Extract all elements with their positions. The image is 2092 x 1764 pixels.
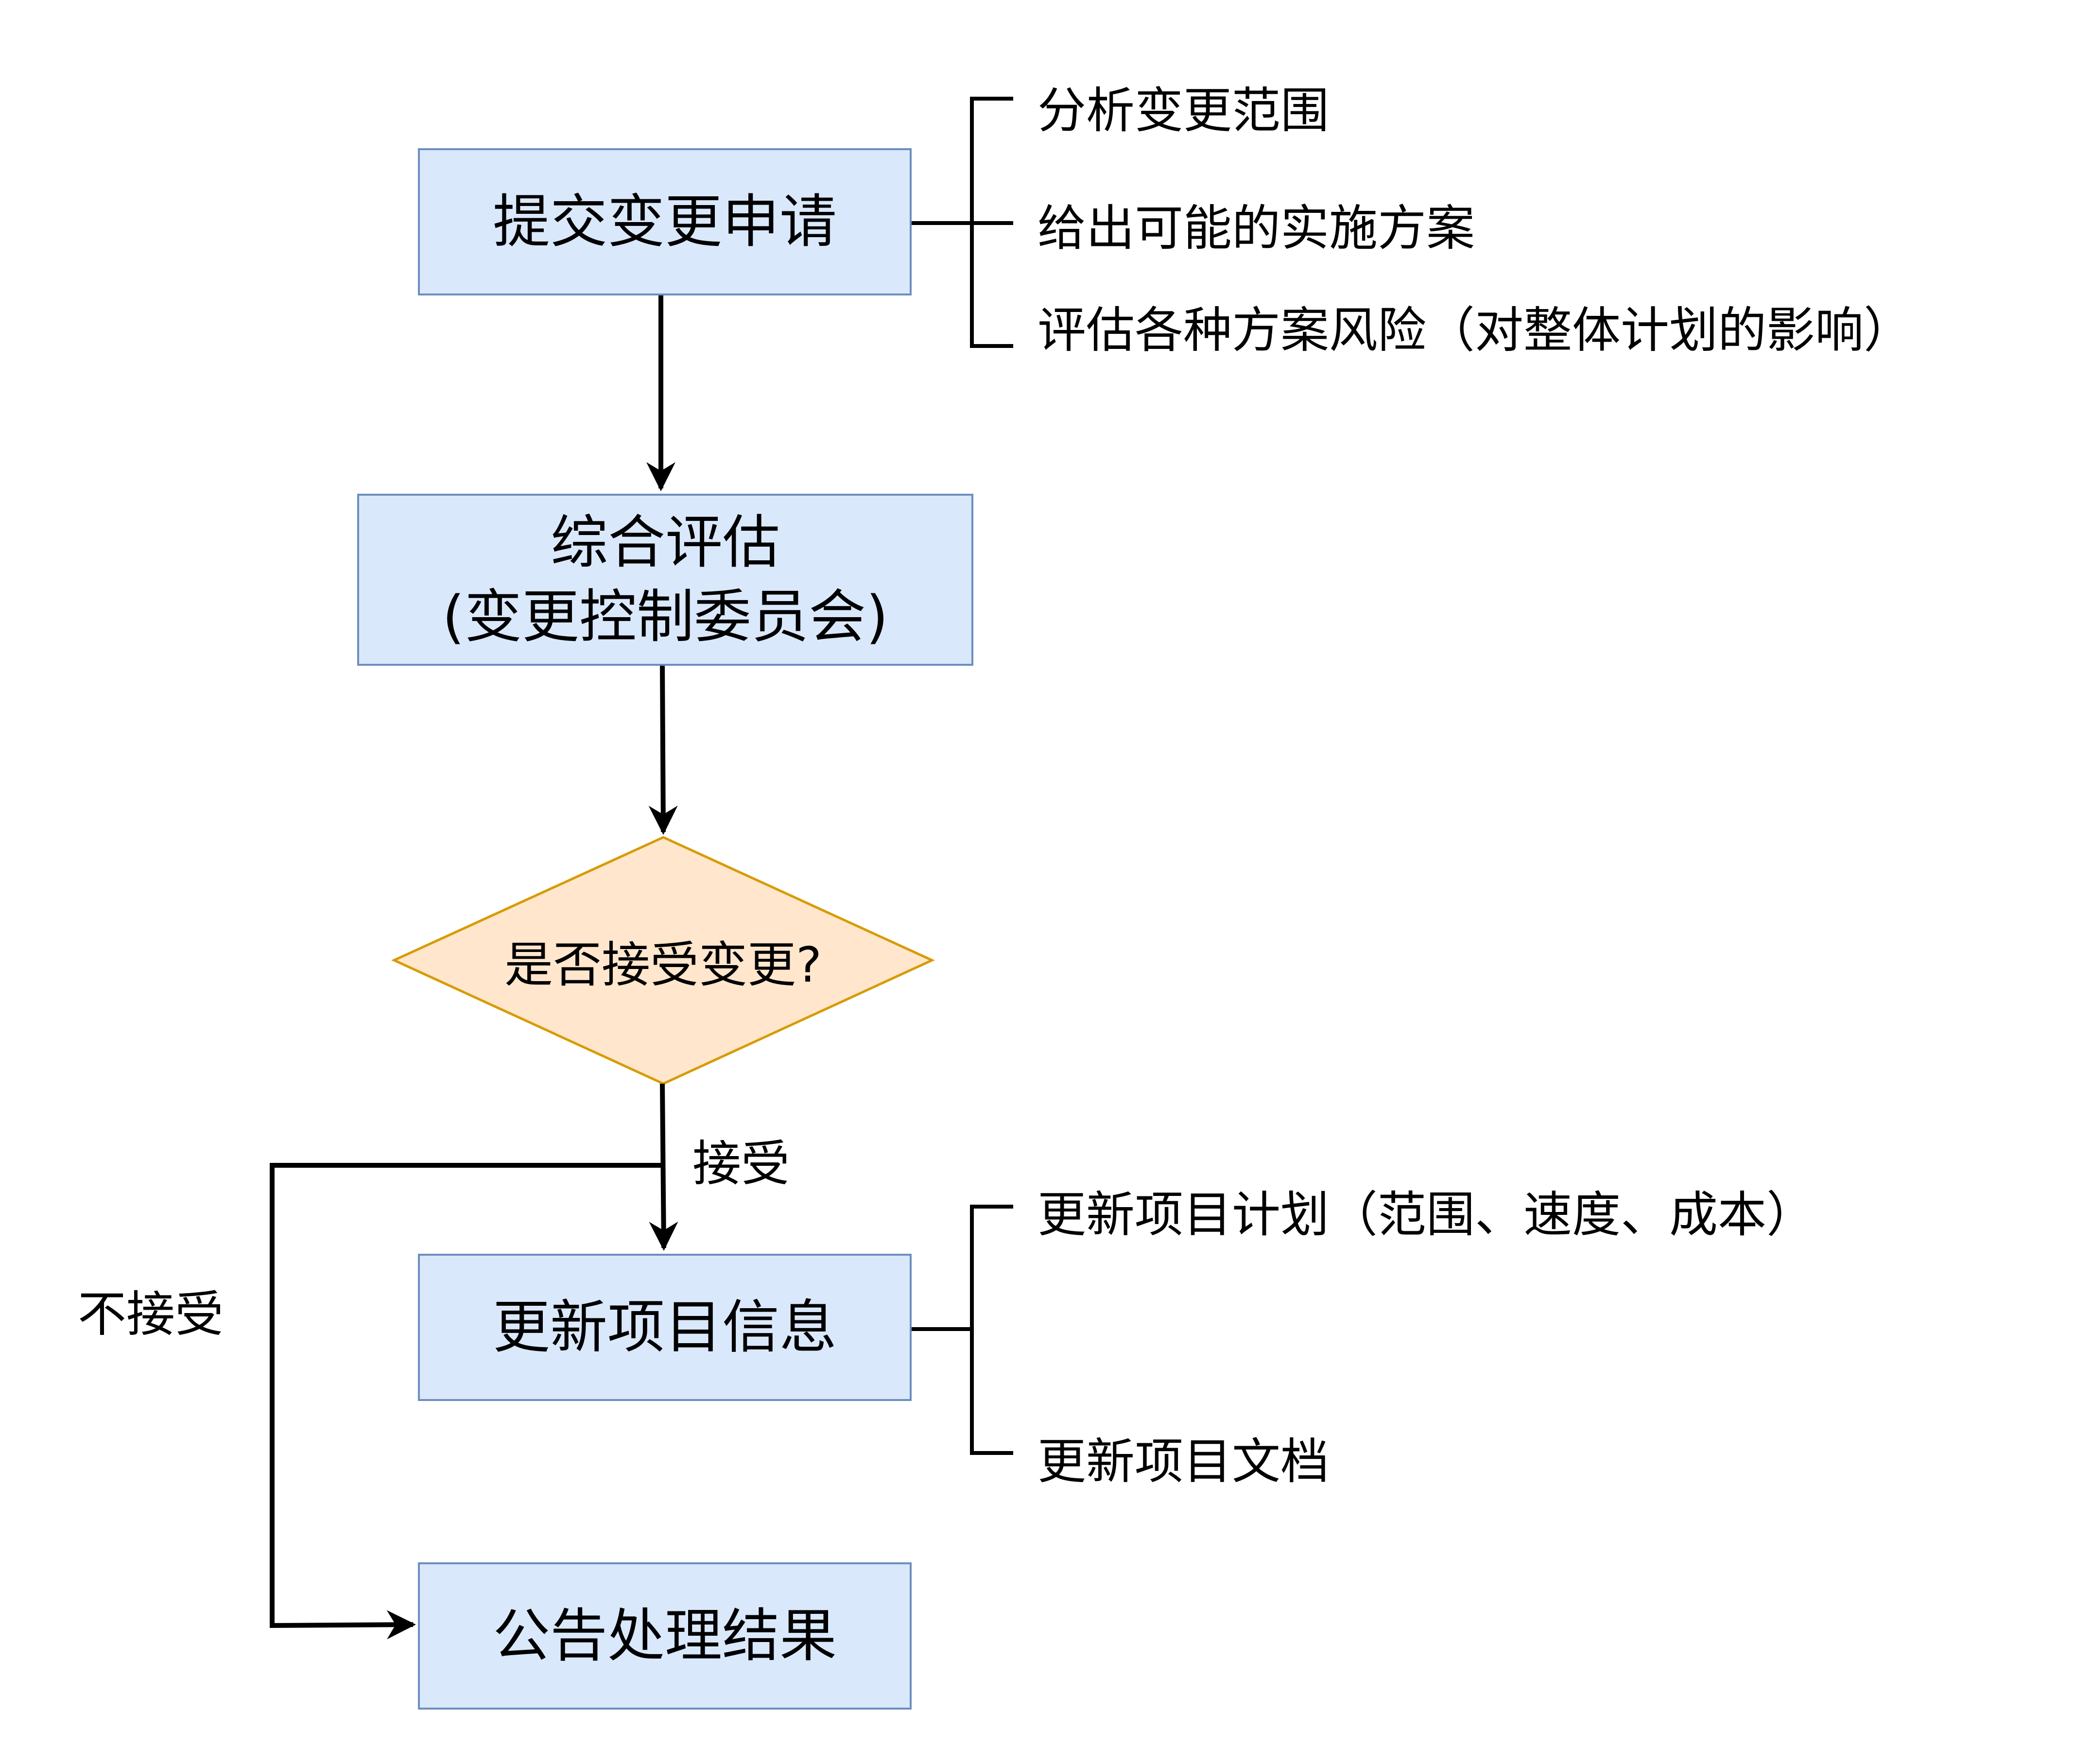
arrow-evaluate-to-decision (648, 665, 678, 835)
decision-label: 是否接受变更? (504, 936, 822, 993)
reject-path (270, 1163, 662, 1640)
announce-result-label: 公告处理结果 (492, 1602, 837, 1669)
submit-note-2: 给出可能的实施方案 (1037, 200, 1475, 257)
decision-label-wrap: 是否接受变更? (394, 837, 932, 1084)
evaluation-label-line1: 综合评估 (550, 508, 780, 576)
submit-note-1: 分析变更范围 (1037, 82, 1329, 139)
reject-edge-label: 不接受 (78, 1286, 224, 1343)
announce-result-box: 公告处理结果 (418, 1562, 912, 1710)
arrow-decision-to-update (649, 1083, 678, 1251)
comprehensive-evaluation-box: 综合评估 (变更控制委员会) (357, 494, 973, 666)
accept-edge-label: 接受 (692, 1135, 790, 1192)
submit-note-3: 评估各种方案风险（对整体计划的影响） (1037, 302, 1912, 359)
update-note-1: 更新项目计划（范围、速度、成本） (1037, 1186, 1815, 1243)
update-note-2: 更新项目文档 (1037, 1433, 1329, 1490)
submit-change-request-box: 提交变更申请 (418, 148, 912, 295)
submit-change-request-label: 提交变更申请 (492, 188, 837, 255)
update-project-info-box: 更新项目信息 (418, 1254, 912, 1401)
evaluation-label-line2: (变更控制委员会) (442, 583, 889, 650)
update-bracket (970, 1205, 1013, 1455)
update-project-info-label: 更新项目信息 (492, 1293, 837, 1361)
